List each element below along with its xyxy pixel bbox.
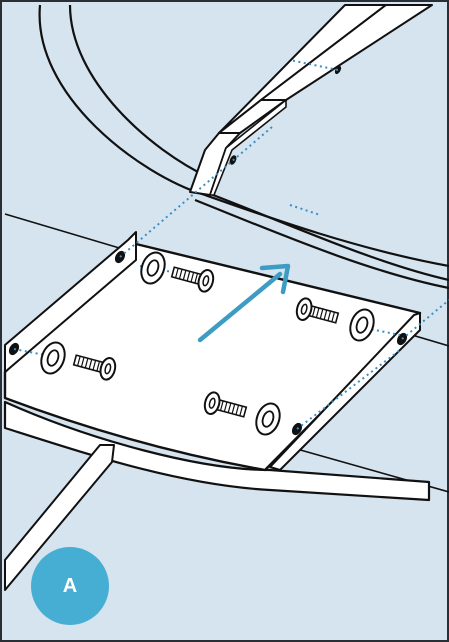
screw-icon xyxy=(72,354,117,381)
screw-icon xyxy=(170,266,215,293)
screw-icon xyxy=(295,297,340,324)
screw-icon xyxy=(203,391,248,418)
tabletop-ring xyxy=(38,4,449,290)
washer-icon xyxy=(349,308,375,342)
step-label: A xyxy=(62,574,78,597)
washers xyxy=(40,251,375,436)
step-badge: A xyxy=(31,547,109,625)
washer-icon xyxy=(255,402,281,436)
washer-icon xyxy=(140,251,166,285)
arrow-up-right-icon xyxy=(197,263,291,343)
lower-base xyxy=(3,400,431,591)
screws xyxy=(72,266,340,418)
top-rail xyxy=(189,4,433,196)
washer-icon xyxy=(40,341,66,375)
